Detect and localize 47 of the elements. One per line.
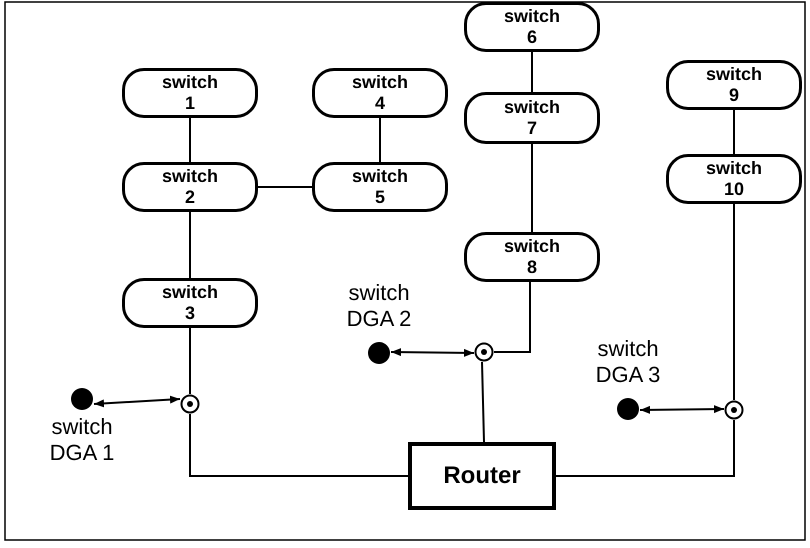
arrow (94, 396, 180, 408)
connector-line (494, 282, 531, 353)
arrow (390, 348, 474, 357)
connector-line (258, 186, 312, 188)
junction-symbol (724, 400, 744, 420)
connector-line (531, 144, 533, 232)
switch-box (312, 162, 448, 212)
connector-line (379, 118, 381, 162)
connector-line (733, 204, 735, 400)
junction-symbol (474, 342, 494, 362)
arrow (640, 405, 724, 414)
device-dot (70, 387, 94, 411)
junction-symbol (180, 394, 200, 414)
connector-line (189, 414, 408, 477)
switch-label: switch 1 (160, 72, 219, 114)
switch-box (312, 68, 448, 118)
switch-box (464, 2, 600, 52)
switch-label: switch 9 (704, 64, 763, 106)
connector-line (189, 328, 191, 394)
device-label: switch DGA 3 (594, 336, 662, 388)
switch-box (464, 232, 600, 282)
router-label: Router (443, 462, 521, 490)
router-box (408, 442, 556, 510)
switch-label: switch 4 (350, 72, 409, 114)
switch-box (122, 162, 258, 212)
switch-label: switch 7 (502, 97, 561, 139)
switch-box (122, 278, 258, 328)
device-label: switch DGA 2 (346, 280, 412, 332)
switch-box (122, 68, 258, 118)
device-dot (616, 397, 640, 421)
device-dot (367, 341, 391, 365)
connector-line (189, 118, 191, 162)
device-label: switch DGA 1 (48, 414, 116, 466)
switch-box (666, 154, 802, 204)
switch-box (464, 92, 600, 144)
connector-line (481, 362, 485, 442)
switch-label: switch 6 (502, 6, 561, 48)
switch-label: switch 5 (350, 166, 409, 208)
connector-line (733, 110, 735, 154)
connector-line (189, 212, 191, 278)
switch-label: switch 2 (160, 166, 219, 208)
switch-label: switch 10 (704, 158, 763, 200)
switch-label: switch 3 (160, 282, 219, 324)
connector-line (556, 420, 735, 477)
switch-label: switch 8 (502, 236, 561, 278)
connector-line (531, 52, 533, 92)
switch-box (666, 60, 802, 110)
